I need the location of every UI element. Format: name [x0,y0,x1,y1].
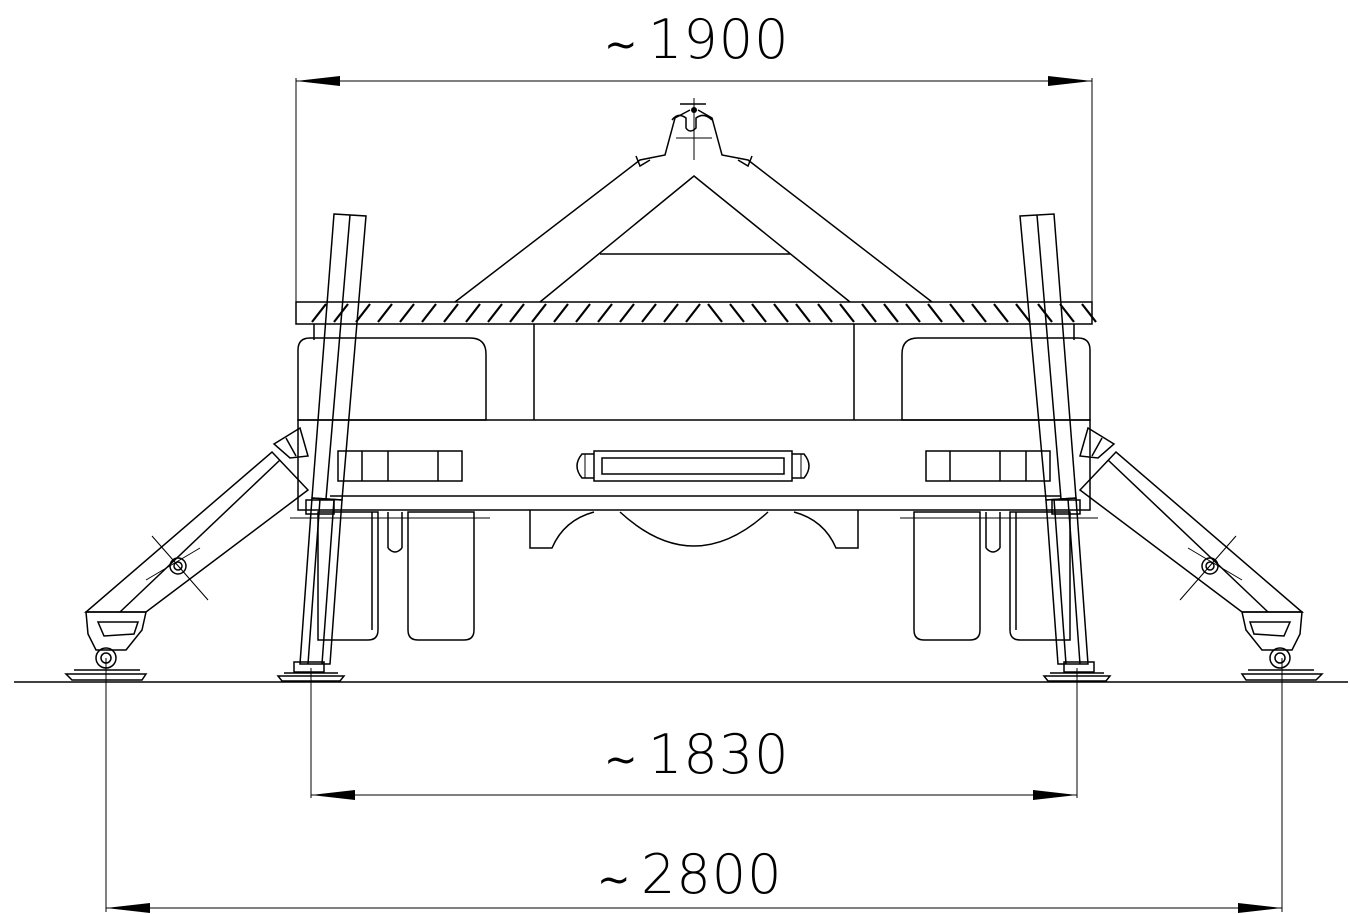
hatch-stroke [971,303,987,323]
hatch-stroke [927,303,943,323]
dimension-bottom-prefix: ~ [597,857,631,903]
hatch-stroke [751,303,767,323]
hatch-stroke [1081,303,1097,323]
hatch-stroke [465,303,481,323]
hatch-stroke [729,303,745,323]
dimension-top-value: 1900 [648,8,789,71]
dimension-middle-prefix: ~ [604,737,638,783]
hatch-stroke [1059,303,1075,323]
diagonal-outrigger-right [1078,426,1324,681]
diagonal-outrigger-left [64,426,310,681]
dimension-bottom: ~ 2800 [105,658,1283,913]
hatch-stroke [707,303,723,323]
arrow-head-left [296,76,340,86]
arrow-head-left [106,903,150,913]
hatch-stroke [795,303,811,323]
hatch-stroke [839,303,855,323]
hatch-stroke [597,303,613,323]
hatch-stroke [1015,303,1031,323]
hatch-stroke [355,303,371,323]
hatch-stroke [443,303,459,323]
dimension-middle-value: 1830 [648,723,789,786]
hatch-stroke [905,303,921,323]
hatch-stroke [553,303,569,323]
dimension-bottom-value: 2800 [641,843,782,906]
arrow-head-right [1048,76,1092,86]
roof-frame [454,98,933,303]
hatch-stroke [575,303,591,323]
dimension-top-prefix: ~ [604,22,638,68]
hatch-stroke [619,303,635,323]
hatch-stroke [773,303,789,323]
dimension-top: ~ 1900 [295,8,1093,302]
hatch-stroke [883,303,899,323]
hatch-stroke [487,303,503,323]
hatch-stroke [685,303,701,323]
hatch-stroke [817,303,833,323]
hatch-stroke [861,303,877,323]
hatch-stroke [663,303,679,323]
hatch-stroke [531,303,547,323]
rear-wheels [317,511,1071,641]
hatch-stroke [641,303,657,323]
hatch-stroke [399,303,415,323]
hatch-stroke [949,303,965,323]
hatch-stroke [377,303,393,323]
arrow-head-right [1033,790,1077,800]
arrow-head-left [311,790,355,800]
hatch-stroke [311,303,327,323]
hatch-stroke [509,303,525,323]
hatch-stroke [421,303,437,323]
hatch-stroke [993,303,1009,323]
vertical-outrigger-left [276,213,367,682]
hatched-plate [295,301,1097,325]
vehicle-body [290,324,1098,549]
arrow-head-right [1238,903,1282,913]
dimension-middle: ~ 1830 [310,668,1078,800]
vertical-outrigger-right [1019,213,1112,682]
